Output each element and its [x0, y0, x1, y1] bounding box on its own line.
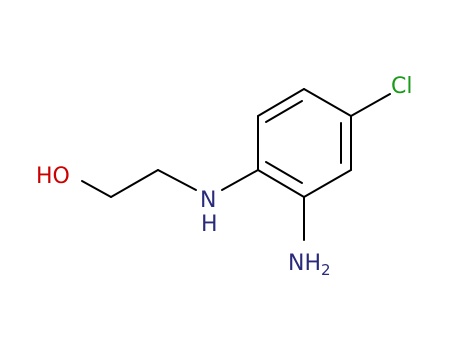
- hydroxyl-label: HO: [36, 164, 70, 189]
- bond-ring-to-nh: [221, 169, 259, 191]
- bond-nh-to-ch2: [157, 169, 197, 191]
- ring-bond-c5-c6-inner: [265, 100, 303, 123]
- amino-subscript: 2: [321, 261, 331, 279]
- atom-labels: HO N H NH2 Cl: [36, 74, 412, 279]
- ring-bond-c1-c2-inner: [265, 161, 303, 184]
- amine-n-label: N: [200, 188, 216, 213]
- ring-bond-c2-c3: [303, 169, 352, 198]
- amine-h-label: H: [201, 212, 218, 237]
- amino-symbol: NH: [288, 251, 321, 276]
- amino-label: NH2: [288, 251, 331, 279]
- bond-ring-to-cl: [350, 93, 391, 117]
- bonds: [81, 88, 391, 241]
- ring-bond-c1-c2: [257, 169, 305, 198]
- ring-bond-c4-c5: [303, 88, 352, 117]
- chlorine-label: Cl: [391, 74, 412, 99]
- bond-ch2-to-oh: [81, 180, 112, 198]
- ring-bond-c5-c6: [257, 88, 305, 117]
- bond-ch2-to-ch2: [110, 169, 159, 198]
